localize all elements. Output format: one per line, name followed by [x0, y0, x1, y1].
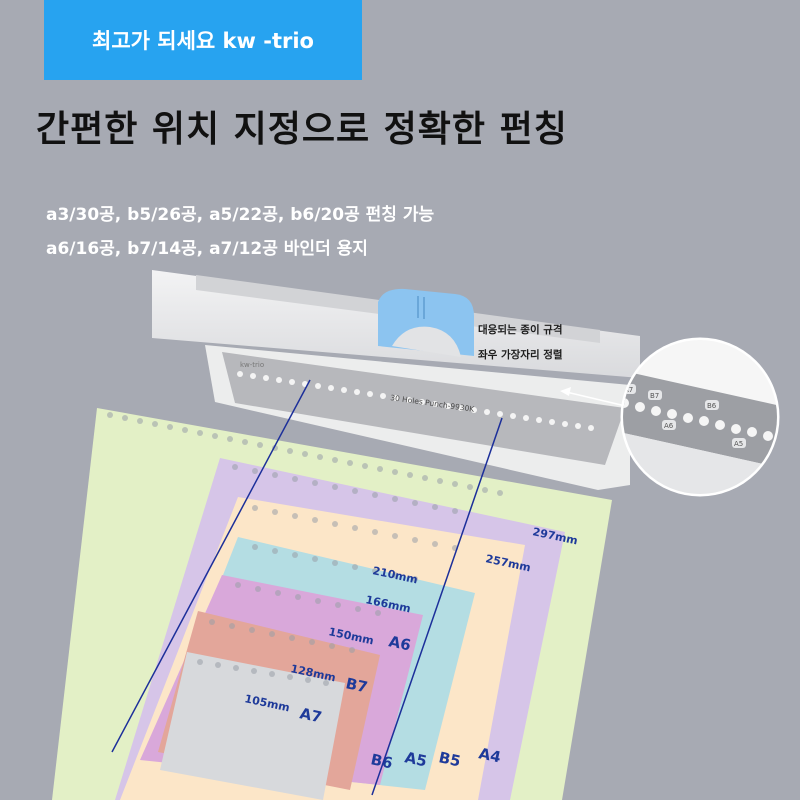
- guide-line-left: [111, 379, 311, 753]
- note-line-2: 좌우 가장자리 정렬: [478, 349, 563, 361]
- punch-slider[interactable]: [378, 288, 474, 357]
- punch-guide-plate: [222, 352, 625, 465]
- subtitle-line-1: a3/30공, b5/26공, a5/22공, b6/20공 펀칭 가능: [46, 205, 435, 225]
- callout-arrowhead: [560, 387, 571, 396]
- note-line-1: 대응되는 종이 규격: [478, 324, 563, 336]
- zoom-detail: A7 B7 A6 B6 A5: [620, 337, 780, 497]
- device-brand: kw-trio: [240, 361, 264, 369]
- hole-punch-device: kw-trio 30 Holes Punch-9930K: [152, 270, 640, 490]
- zoom-label-2: A6: [664, 422, 674, 430]
- size-label-a7: A7: [298, 704, 323, 726]
- zoom-label-4: A5: [734, 440, 743, 448]
- sheet-a7: [160, 652, 345, 800]
- guide-line-right: [371, 417, 503, 796]
- size-label-b5: B5: [437, 748, 462, 770]
- size-label-a6: A6: [387, 632, 412, 654]
- size-label-b6: B6: [369, 750, 394, 772]
- zoom-label-1: B7: [650, 392, 659, 400]
- size-label-a5: A5: [403, 748, 428, 770]
- subtitle-line-2: a6/16공, b7/14공, a7/12공 바인더 용지: [46, 239, 368, 259]
- size-label-a4: A4: [477, 744, 502, 766]
- zoom-label-0: A7: [624, 386, 633, 394]
- size-label-b7: B7: [344, 674, 369, 696]
- brand-badge: 최고가 되세요 kw -trio: [44, 0, 362, 80]
- headline: 간편한 위치 지정으로 정확한 펀칭: [36, 109, 568, 150]
- zoom-label-3: B6: [707, 402, 717, 410]
